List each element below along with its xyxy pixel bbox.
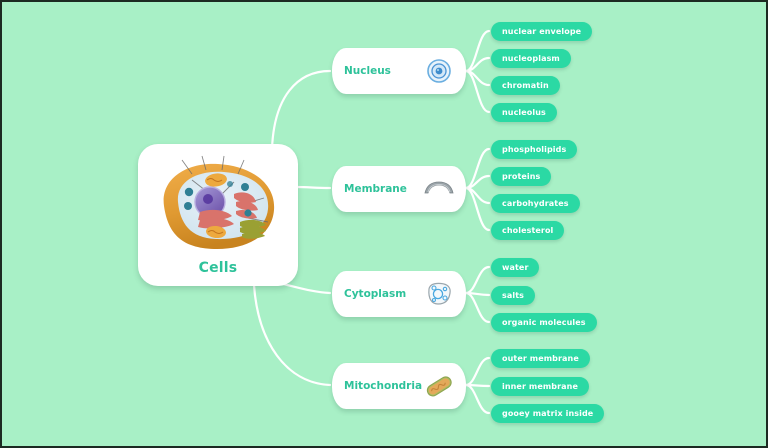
leaf-pill[interactable]: nuclear envelope <box>491 22 593 41</box>
connector-nucleus-leaf-0 <box>464 29 491 73</box>
connector-central-nucleus <box>270 69 332 151</box>
leaf-pill[interactable]: cholesterol <box>491 221 565 240</box>
connector-membrane-leaf-1 <box>464 174 491 190</box>
connector-cytoplasm-leaf-1 <box>464 291 491 297</box>
leaf-pill[interactable]: salts <box>491 286 535 305</box>
branch-node-membrane[interactable]: Membrane <box>332 166 466 212</box>
mitochondrion-icon <box>422 370 456 402</box>
branch-node-nucleus[interactable]: Nucleus <box>332 48 466 94</box>
connector-mitochondria-leaf-0 <box>464 356 491 387</box>
connector-nucleus-leaf-2 <box>464 69 491 87</box>
leaf-pill[interactable]: carbohydrates <box>491 194 580 213</box>
central-node-label: Cells <box>198 260 238 276</box>
connector-membrane-leaf-0 <box>464 147 491 190</box>
leaf-pill[interactable]: nucleoplasm <box>491 49 571 68</box>
connector-membrane-leaf-3 <box>464 186 491 232</box>
lipid-bilayer-icon <box>422 173 456 205</box>
connector-membrane-leaf-2 <box>464 186 491 205</box>
branch-label-membrane: Membrane <box>344 183 407 195</box>
animal-cell-illustration-icon <box>148 154 288 262</box>
central-node-cells[interactable]: Cells <box>138 144 298 286</box>
connector-nucleus-leaf-1 <box>464 56 491 73</box>
connector-cytoplasm-leaf-0 <box>464 265 491 295</box>
branch-label-cytoplasm: Cytoplasm <box>344 288 407 300</box>
branch-node-mitochondria[interactable]: Mitochondria <box>332 363 466 409</box>
branch-node-cytoplasm[interactable]: Cytoplasm <box>332 271 466 317</box>
leaf-pill[interactable]: water <box>491 258 540 277</box>
leaf-pill[interactable]: inner membrane <box>491 377 589 396</box>
leaf-pill[interactable]: proteins <box>491 167 552 186</box>
connector-mitochondria-leaf-2 <box>464 383 491 415</box>
cytoplasm-cell-icon <box>422 278 456 310</box>
connector-mitochondria-leaf-1 <box>464 383 491 388</box>
leaf-pill[interactable]: outer membrane <box>491 349 590 368</box>
leaf-pill[interactable]: chromatin <box>491 76 560 95</box>
connector-nucleus-leaf-3 <box>464 69 491 114</box>
connector-central-mitochondria <box>252 283 332 387</box>
leaf-pill[interactable]: organic molecules <box>491 313 597 332</box>
nucleus-icon <box>422 55 456 87</box>
branch-label-nucleus: Nucleus <box>344 65 391 77</box>
leaf-pill[interactable]: phospholipids <box>491 140 578 159</box>
connector-cytoplasm-leaf-2 <box>464 291 491 324</box>
branch-label-mitochondria: Mitochondria <box>344 380 423 392</box>
connector-central-membrane <box>294 185 332 190</box>
leaf-pill[interactable]: nucleolus <box>491 103 557 122</box>
leaf-pill[interactable]: gooey matrix inside <box>491 404 605 423</box>
